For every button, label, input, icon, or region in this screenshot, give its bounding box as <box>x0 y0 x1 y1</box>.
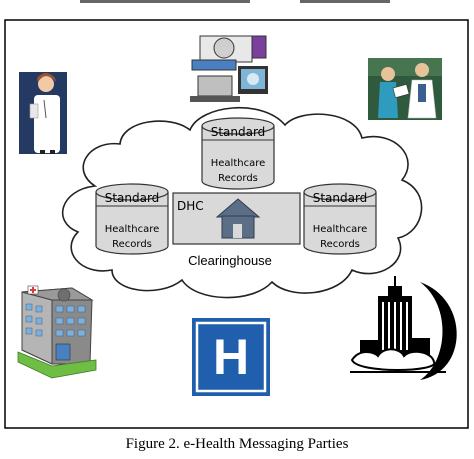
database-left <box>95 183 169 255</box>
medical-team-icon <box>368 58 442 120</box>
db-left-header: Standard <box>105 191 160 205</box>
db-right-header: Standard <box>313 191 368 205</box>
figure-caption: Figure 2. e-Health Messaging Parties <box>125 436 349 452</box>
hospital-h-sign-icon <box>192 318 270 396</box>
h-sign-letter: H <box>213 329 249 385</box>
clearinghouse-box <box>172 192 301 245</box>
db-left-line1: Healthcare <box>105 224 160 235</box>
clearinghouse-label: Clearinghouse <box>188 253 272 268</box>
db-top-line2: Records <box>218 173 258 184</box>
hospital-building-icon <box>17 285 97 379</box>
figure-frame <box>4 19 469 429</box>
top-strip-fragment-left <box>80 0 250 3</box>
city-headquarters-icon <box>350 276 457 380</box>
db-left-line2: Records <box>112 239 152 250</box>
doctor-icon <box>19 72 67 154</box>
database-right <box>303 183 377 255</box>
medical-lab-equipment-icon <box>188 34 268 106</box>
db-top-line1: Healthcare <box>211 158 266 169</box>
db-top-header: Standard <box>211 125 266 139</box>
db-right-line1: Healthcare <box>313 224 368 235</box>
dhc-tag: DHC <box>177 199 204 213</box>
db-right-line2: Records <box>320 239 360 250</box>
house-icon <box>215 198 261 239</box>
database-top <box>201 117 275 190</box>
top-strip-fragment-right <box>300 0 390 3</box>
